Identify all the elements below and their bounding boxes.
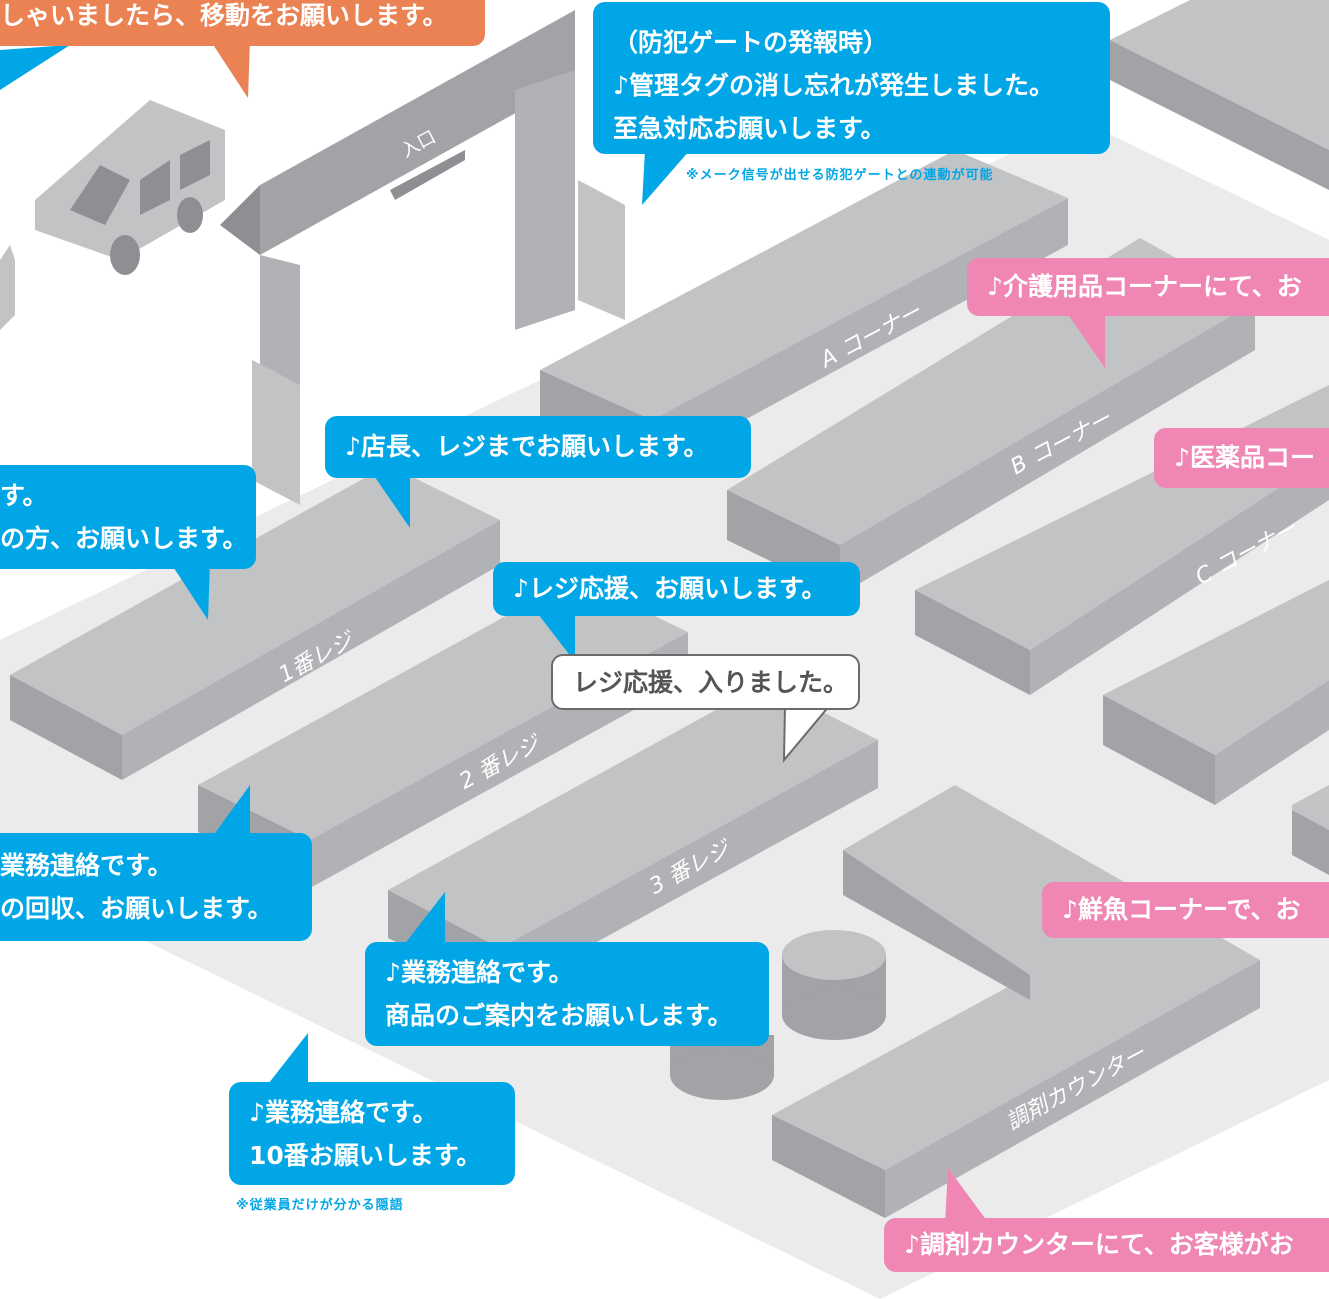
car bbox=[35, 100, 225, 275]
fish-corner-text: ♪鮮魚コーナーで、お bbox=[1062, 895, 1301, 924]
bubble-left-lower: 業務連絡です。 の回収、お願いします。 bbox=[0, 833, 312, 941]
gate-alert-line-3: 至急対応お願いします。 bbox=[613, 114, 886, 143]
bubble-product-guidance: ♪業務連絡です。 商品のご案内をお願いします。 bbox=[365, 942, 769, 1046]
guidance-line-1: ♪業務連絡です。 bbox=[385, 958, 574, 987]
bubble-code-ten: ♪業務連絡です。 10番お願いします。 bbox=[229, 1082, 515, 1185]
code-ten-line-2: 10番お願いします。 bbox=[249, 1141, 482, 1170]
gate-alert-line-2: ♪管理タグの消し忘れが発生しました。 bbox=[613, 71, 1054, 100]
register-1-counter bbox=[10, 465, 500, 780]
bubble-security-gate-alert: （防犯ゲートの発報時） ♪管理タグの消し忘れが発生しました。 至急対応お願いしま… bbox=[593, 2, 1110, 154]
entrance-gate bbox=[220, 10, 625, 505]
left-mid-line-2: の方、お願いします。 bbox=[0, 524, 248, 553]
pharmacy-counter bbox=[772, 785, 1260, 1218]
bubble-medicine-corner: ♪医薬品コー bbox=[1154, 428, 1329, 488]
left-lower-line-2: の回収、お願いします。 bbox=[0, 894, 273, 923]
bubble-left-mid: す。 の方、お願いします。 bbox=[0, 465, 256, 569]
shelf-top-right bbox=[1110, 0, 1329, 190]
code-ten-line-1: ♪業務連絡です。 bbox=[249, 1098, 438, 1127]
left-mid-line-1: す。 bbox=[0, 481, 48, 510]
bubble-manager-register: ♪店長、レジまでお願いします。 bbox=[325, 416, 751, 478]
bubble-pharmacy-call: ♪調剤カウンターにて、お客様がお bbox=[884, 1218, 1329, 1272]
medicine-corner-text: ♪医薬品コー bbox=[1174, 443, 1315, 472]
security-gate-note: ※メーク信号が出せる防犯ゲートとの連動が可能 bbox=[686, 168, 994, 183]
bubble-register-reply: レジ応援、入りました。 bbox=[551, 654, 860, 710]
guidance-line-2: 商品のご案内をお願いします。 bbox=[385, 1001, 733, 1030]
round-table bbox=[782, 930, 886, 1040]
register-support-text: ♪レジ応援、お願いします。 bbox=[513, 574, 827, 603]
bubble-care-corner: ♪介護用品コーナーにて、お bbox=[967, 258, 1329, 316]
register-reply-text: レジ応援、入りました。 bbox=[573, 668, 849, 697]
manager-register-text: ♪店長、レジまでお願いします。 bbox=[345, 432, 709, 461]
gate-alert-line-1: （防犯ゲートの発報時） bbox=[613, 28, 889, 57]
bubble-move-request: しゃいましたら、移動をお願いします。 bbox=[0, 0, 485, 46]
bubble-fish-corner: ♪鮮魚コーナーで、お bbox=[1042, 882, 1329, 938]
bubble-register-support: ♪レジ応援、お願いします。 bbox=[493, 562, 860, 616]
car-partial bbox=[0, 245, 15, 330]
pharmacy-call-text: ♪調剤カウンターにて、お客様がお bbox=[904, 1230, 1294, 1259]
care-corner-text: ♪介護用品コーナーにて、お bbox=[987, 272, 1302, 301]
left-lower-line-1: 業務連絡です。 bbox=[0, 851, 173, 880]
shelf-right-lower bbox=[1103, 580, 1329, 805]
code-ten-note: ※従業員だけが分かる隠語 bbox=[236, 1198, 404, 1213]
shelf-right-edge bbox=[1292, 785, 1329, 875]
bubble-move-request-text: しゃいましたら、移動をお願いします。 bbox=[0, 1, 448, 30]
